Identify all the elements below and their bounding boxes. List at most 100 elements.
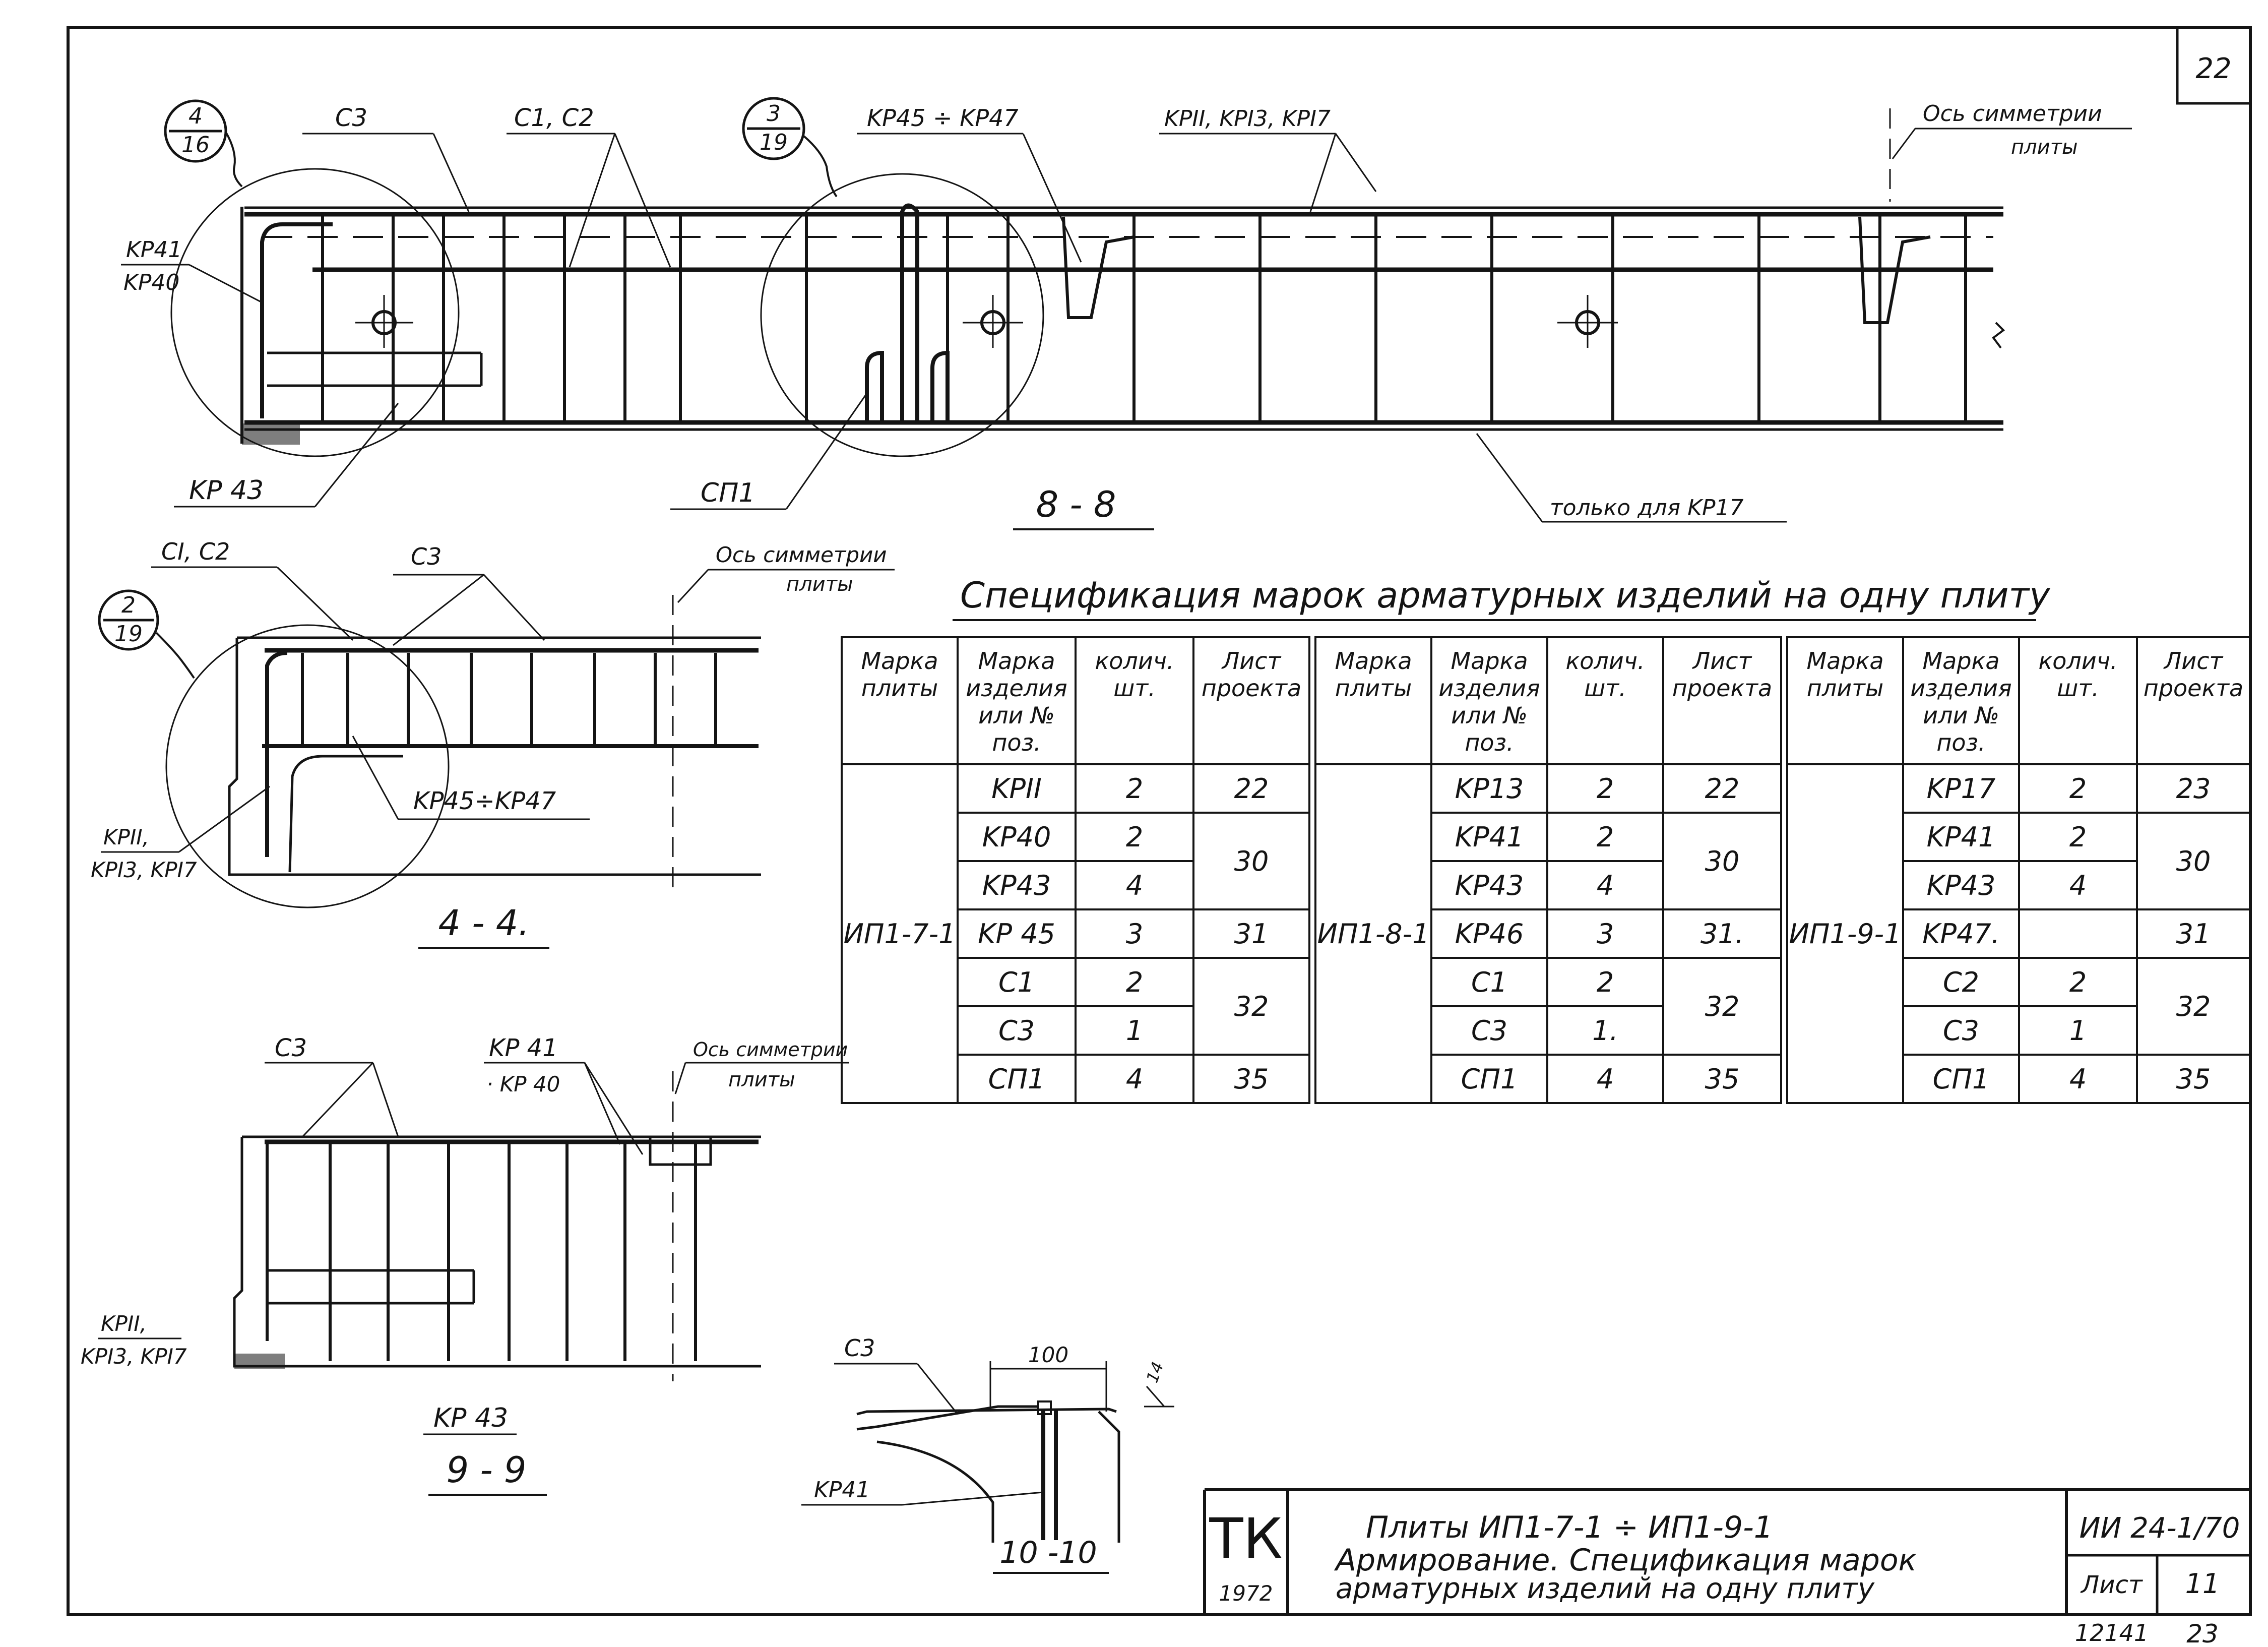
section-8-8-stirrups <box>321 214 1967 423</box>
sheet-frame: 22 <box>67 26 2252 1616</box>
label-c3-4-4: C3 <box>411 543 442 570</box>
sheet-cell: 31 <box>2136 908 2251 959</box>
label-kp43-9-9: KP 43 <box>433 1403 508 1433</box>
section-10-10-title: 10 -10 <box>999 1535 1097 1570</box>
sheet-cell: 32 <box>1662 957 1782 1056</box>
item-cell: C3 <box>957 1005 1077 1056</box>
callout-4-16-bottom: 16 <box>181 132 210 158</box>
item-cell: KP41 <box>1902 812 2020 862</box>
header-item-2: Марка изделия или № поз. <box>1430 636 1548 765</box>
label-axis-9-9-2: плиты <box>728 1068 795 1091</box>
stamp-right: 23 <box>2186 1619 2219 1647</box>
qty-cell: 1. <box>1546 1005 1664 1056</box>
table-row: KP40 2 30 KP41 2 30 KP41 2 30 <box>842 812 2251 910</box>
label-kp45-47-4-4: KP45÷KP47 <box>413 787 556 815</box>
header-qty-3: колич. шт. <box>2018 636 2138 765</box>
org-mark: ТК <box>1209 1506 1282 1571</box>
qty-cell: 2 <box>1075 812 1194 862</box>
sheet-cell: 35 <box>2136 1054 2251 1104</box>
label-kp41-9-9: KP 41 <box>489 1034 558 1062</box>
item-cell: KP40 <box>957 812 1077 862</box>
label-sp1-8-8: СП1 <box>701 478 755 508</box>
item-cell: KP 45 <box>957 908 1077 959</box>
item-cell: C1 <box>957 957 1077 1007</box>
sheet-cell: 22 <box>1662 763 1782 814</box>
header-plate-1: Марка плиты <box>841 636 959 765</box>
qty-cell: 2 <box>1546 957 1664 1007</box>
sheet-corner-number: 22 <box>2195 52 2231 85</box>
label-only-kp17: только для KP17 <box>1550 495 1743 521</box>
header-sheet-3: Лист проекта <box>2136 636 2251 765</box>
section-8-8-title: 8 - 8 <box>1036 484 1116 525</box>
callout-2-19-top: 2 <box>121 592 136 618</box>
label-kp11-13-17-8-8: KPII, KPI3, KPI7 <box>1164 106 1331 132</box>
qty-cell: 2 <box>1546 812 1664 862</box>
header-sheet-1: Лист проекта <box>1192 636 1310 765</box>
dim-100: 100 <box>1028 1343 1068 1367</box>
callout-4-16-top: 4 <box>188 103 203 129</box>
item-cell: KPII <box>957 763 1077 814</box>
section-4-4: 2 19 CI, C2 C3 Ось симметрии плиты KP45÷… <box>91 538 895 949</box>
callout-2-19-bottom: 19 <box>114 621 143 647</box>
header-item-1: Марка изделия или № поз. <box>957 636 1077 765</box>
qty-cell: 2 <box>1546 763 1664 814</box>
qty-cell: 4 <box>1075 1054 1194 1104</box>
qty-cell: 2 <box>1075 763 1194 814</box>
qty-cell: 4 <box>2018 1054 2138 1104</box>
item-cell: C1 <box>1430 957 1548 1007</box>
title-line-2: Армирование. Спецификация марок <box>1334 1543 1917 1578</box>
header-plate-2: Марка плиты <box>1314 636 1432 765</box>
label-axis-9-9: Ось симметрии <box>693 1039 848 1061</box>
section-4-4-title: 4 - 4. <box>438 902 529 944</box>
header-plate-3: Марка плиты <box>1786 636 1904 765</box>
drawing-code: ИИ 24-1/70 <box>2080 1512 2240 1545</box>
title-block: ТК 1972 Плиты ИП1-7-1 ÷ ИП1-9-1 Армирова… <box>1203 1488 2250 1647</box>
qty-cell: 4 <box>2018 860 2138 910</box>
label-kp11-9-9-b: KPI3, KPI7 <box>81 1344 187 1369</box>
plate-cell-3: ИП1-9-1 <box>1786 763 1904 1104</box>
label-axis-8-8: Ось симметрии <box>1923 101 2102 127</box>
header-qty-2: колич. шт. <box>1546 636 1664 765</box>
label-axis-4-4-2: плиты <box>786 573 853 596</box>
plate-cell-1: ИП1-7-1 <box>841 763 959 1104</box>
label-c3-8-8: C3 <box>335 104 367 132</box>
item-cell: KP41 <box>1430 812 1548 862</box>
qty-cell: 2 <box>2018 957 2138 1007</box>
section-9-9: C3 KP 41 · KP 40 Ось симметрии плиты KPI… <box>81 1034 849 1496</box>
qty-cell: 3 <box>1075 908 1194 959</box>
table-row: C1 2 32 C1 2 32 C2 2 32 <box>842 957 2251 1056</box>
qty-cell: 2 <box>2018 763 2138 814</box>
table-row: ИП1-7-1 KPII 2 22 ИП1-8-1 KP13 2 22 ИП1-… <box>841 763 2251 1104</box>
item-cell: KP43 <box>1902 860 2020 910</box>
label-kp11-9-9-a: KPII, <box>101 1311 147 1336</box>
label-kp45-47-8-8: KP45 ÷ KP47 <box>867 104 1019 132</box>
item-cell: KP17 <box>1902 763 2020 814</box>
item-cell: C3 <box>1902 1005 2020 1056</box>
label-kp40-8-8: KP40 <box>123 270 179 295</box>
label-kp43-8-8: KP 43 <box>189 475 264 506</box>
qty-cell <box>2018 908 2138 959</box>
label-kp40-9-9: · KP 40 <box>486 1072 560 1096</box>
label-c1c2-4-4: CI, C2 <box>161 538 230 565</box>
table-row: СП1 4 35 СП1 4 35 СП1 4 35 <box>842 1054 2251 1104</box>
sheet-label: Лист <box>2080 1571 2144 1599</box>
label-axis-8-8-2: плиты <box>2011 136 2078 159</box>
section-8-8: 4 16 3 19 C3 C1, C2 KP45 ÷ KP47 KPII, KP… <box>121 97 2132 530</box>
qty-cell: 3 <box>1546 908 1664 959</box>
label-c3-9-9: C3 <box>275 1034 307 1062</box>
sheet-cell: 30 <box>1192 812 1310 910</box>
qty-cell: 1 <box>1075 1005 1194 1056</box>
label-kp11-4-4-b: KPI3, KPI7 <box>91 858 197 882</box>
item-cell: KP43 <box>957 860 1077 910</box>
item-cell: СП1 <box>1430 1054 1548 1104</box>
label-axis-4-4: Ось симметрии <box>716 542 887 567</box>
sheet-cell: 31 <box>1192 908 1310 959</box>
spec-table: Марка плиты Марка изделия или № поз. кол… <box>841 636 2251 1104</box>
callout-3-19-top: 3 <box>767 101 781 127</box>
qty-cell: 2 <box>1075 957 1194 1007</box>
sheet-cell: 31. <box>1662 908 1782 959</box>
header-qty-1: колич. шт. <box>1075 636 1194 765</box>
section-9-9-title: 9 - 9 <box>447 1449 527 1491</box>
sheet-number: 11 <box>2185 1568 2220 1600</box>
